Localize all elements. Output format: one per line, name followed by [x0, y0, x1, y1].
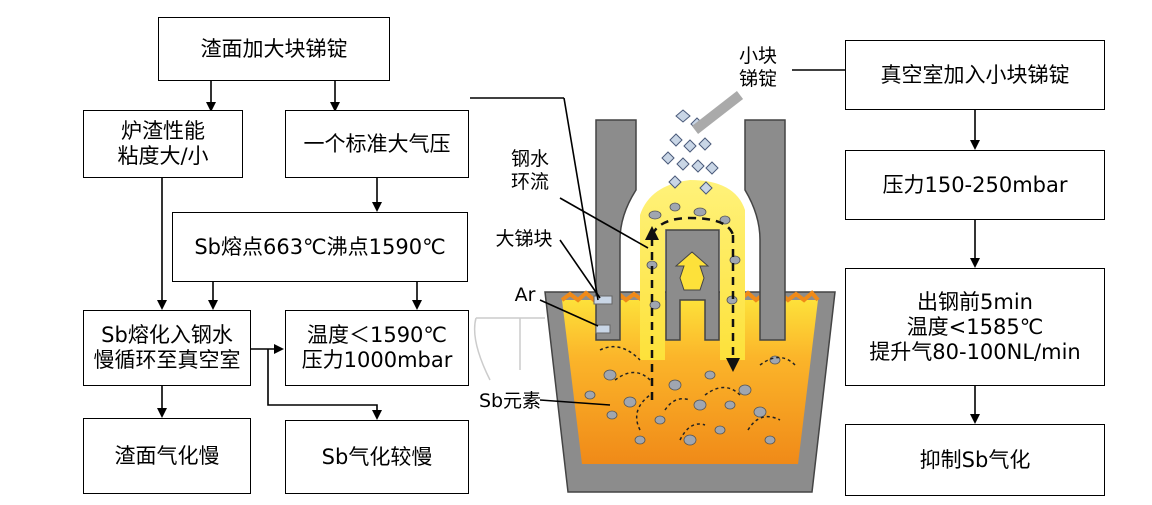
ladle-molten-steel	[562, 300, 818, 464]
vacuum-wall-right	[744, 119, 786, 341]
standard-atm-box: 一个标准大气压	[285, 110, 469, 178]
slag-big-ingot-text: 渣面加大块锑锭	[200, 36, 348, 61]
sb-points-box: Sb熔点663℃沸点1590℃	[172, 212, 468, 282]
temp-pressure-box: 温度＜1590℃ 压力1000mbar	[285, 310, 469, 386]
ladle-flow-arrows	[599, 345, 796, 441]
small-ingot-label: 小块 锑锭	[738, 45, 777, 90]
ladle-ghost-outline	[473, 317, 545, 381]
pressure-text: 压力150-250mbar	[882, 172, 1068, 197]
argon-inlet	[595, 324, 611, 334]
slag-viscosity-text: 炉渣性能 粘度大/小	[117, 119, 209, 168]
slag-vaporize-slow-box: 渣面气化慢	[83, 418, 251, 494]
conditions-box: 出钢前5min 温度<1585℃ 提升气80-100NL/min	[845, 268, 1105, 386]
sb-particles	[584, 202, 781, 446]
circulation-flow-arrows	[650, 216, 735, 400]
argon-label: Ar	[514, 284, 536, 306]
pressure-box: 压力150-250mbar	[845, 150, 1105, 220]
divider-notch	[674, 251, 710, 291]
sb-melt-circulate-text: Sb熔化入钢水 慢循环至真空室	[93, 323, 241, 372]
circulation-arrow-heads	[645, 226, 740, 372]
suppress-box: 抑制Sb气化	[845, 424, 1105, 496]
vacuum-chamber-steel	[640, 180, 745, 360]
suppress-text: 抑制Sb气化	[919, 447, 1031, 472]
sb-vaporize-slower-text: Sb气化较慢	[321, 444, 433, 469]
vacuum-small-ingot-text: 真空室加入小块锑锭	[880, 62, 1070, 87]
conditions-text: 出钢前5min 温度<1585℃ 提升气80-100NL/min	[869, 289, 1081, 364]
slag-viscosity-box: 炉渣性能 粘度大/小	[83, 110, 243, 178]
steel-circulation-label: 钢水 环流	[510, 148, 549, 193]
temp-pressure-text: 温度＜1590℃ 压力1000mbar	[301, 323, 453, 372]
big-ingot-shape	[593, 295, 613, 305]
big-ingot-label: 大锑块	[495, 228, 553, 250]
vacuum-small-ingot-box: 真空室加入小块锑锭	[845, 40, 1105, 110]
sb-points-text: Sb熔点663℃沸点1590℃	[194, 234, 446, 259]
slag-vaporize-slow-text: 渣面气化慢	[114, 443, 220, 468]
sb-melt-circulate-box: Sb熔化入钢水 慢循环至真空室	[83, 310, 251, 386]
sb-vaporize-slower-box: Sb气化较慢	[285, 420, 469, 494]
sb-element-label: Sb元素	[478, 390, 542, 412]
slag-big-ingot-box: 渣面加大块锑锭	[158, 17, 390, 81]
standard-atm-text: 一个标准大气压	[303, 131, 451, 156]
